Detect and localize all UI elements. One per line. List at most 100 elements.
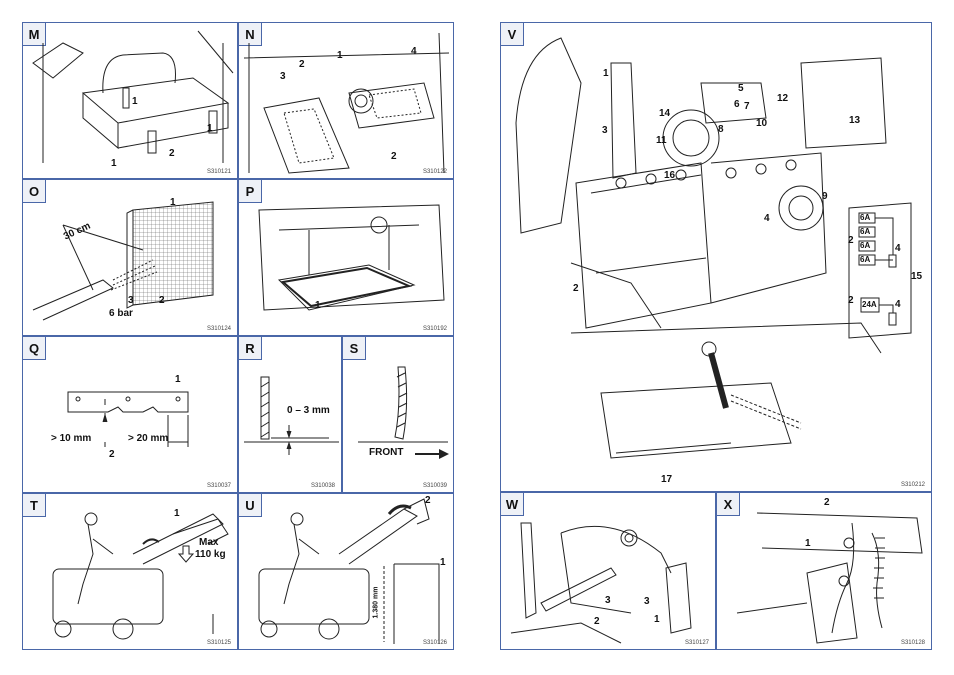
callout-2: 2	[824, 497, 830, 508]
figure-code: S310122	[422, 169, 447, 175]
figure-code: S310039	[422, 483, 447, 489]
callout-5: 5	[738, 83, 744, 94]
filter-cleaning-illustration	[32, 201, 214, 321]
fuse-6a: 6A	[860, 213, 871, 222]
battery-compartment-illustration	[515, 37, 912, 459]
figure-code: S310212	[900, 482, 925, 488]
panel-letter: P	[239, 180, 262, 203]
callout-2: 2	[159, 295, 165, 306]
callout-7: 7	[744, 101, 750, 112]
height-label: 1.380 mm	[372, 586, 380, 619]
figure-code: S310128	[900, 640, 925, 646]
hopper-emptying-illustration	[258, 498, 440, 644]
figure-code: S310127	[684, 640, 709, 646]
pressure-label: 6 bar	[109, 308, 133, 319]
fuse-6a: 6A	[860, 241, 871, 250]
skirt-bend-diagram	[358, 366, 449, 459]
callout-4: 4	[895, 243, 901, 254]
callout-3: 3	[128, 295, 134, 306]
callout-6: 6	[734, 99, 740, 110]
callout-3: 3	[644, 596, 650, 607]
panel-w: W 1 2 3 3 S310127	[500, 492, 716, 650]
fuse-6a: 6A	[860, 255, 871, 264]
callout-1: 1	[111, 158, 117, 169]
callout-1: 1	[337, 50, 343, 61]
callout-4: 4	[895, 299, 901, 310]
compartment-seal-illustration	[258, 204, 445, 311]
figure-code: S310124	[206, 326, 231, 332]
seat-illustration	[32, 30, 234, 163]
panel-n: N 1 2 3 4 2 S310122	[238, 22, 454, 179]
callout-2: 2	[169, 148, 175, 159]
panel-r: R 0 – 3 mm S310038	[238, 336, 342, 493]
callout-1: 1	[805, 538, 811, 549]
callout-4: 4	[764, 213, 770, 224]
fuse-24a: 24A	[862, 300, 877, 309]
callout-8: 8	[718, 124, 724, 135]
panel-letter: Q	[23, 337, 46, 360]
callout-2: 2	[425, 495, 431, 506]
callout-1: 1	[174, 508, 180, 519]
gap-min-10: > 10 mm	[51, 433, 92, 444]
front-label: FRONT	[369, 447, 404, 458]
panel-t: T 1 Max 110 kg S310125	[22, 493, 238, 650]
callout-15: 15	[911, 271, 923, 282]
cable-connection-illustration	[736, 512, 923, 644]
figure-code: S310121	[206, 169, 231, 175]
callout-12: 12	[777, 93, 789, 104]
figure-code: S310125	[206, 640, 231, 646]
callout-2: 2	[594, 616, 600, 627]
callout-1: 1	[440, 557, 446, 568]
callout-13: 13	[849, 115, 861, 126]
side-skirt-illustration	[510, 522, 692, 644]
gap-min-20: > 20 mm	[128, 433, 169, 444]
callout-1: 1	[315, 300, 321, 311]
panel-letter: N	[239, 23, 262, 46]
callout-3: 3	[602, 125, 608, 136]
panel-u: U 1 2 1.380 mm S310126	[238, 493, 454, 650]
callout-9: 9	[822, 191, 828, 202]
max-load-label: 110 kg	[195, 549, 226, 560]
callout-1: 1	[170, 197, 176, 208]
callout-1: 1	[207, 123, 213, 134]
sealing-strip-diagram	[67, 391, 189, 447]
panel-letter: U	[239, 494, 262, 517]
callout-2: 2	[109, 449, 115, 460]
panel-v: V	[500, 22, 932, 492]
panel-letter: W	[501, 493, 524, 516]
callout-3: 3	[280, 71, 286, 82]
figure-code: S310192	[422, 326, 447, 332]
hopper-lift-illustration	[52, 512, 229, 640]
callout-2: 2	[848, 295, 854, 306]
panel-letter: O	[23, 180, 46, 203]
callout-4: 4	[411, 46, 417, 57]
panel-o: O 30 cm 1 2 3 6 bar S310124	[22, 179, 238, 336]
callout-2: 2	[573, 283, 579, 294]
callout-2: 2	[848, 235, 854, 246]
callout-11: 11	[656, 135, 667, 146]
callout-2: 2	[299, 59, 305, 70]
callout-1: 1	[175, 374, 181, 385]
filter-compartment-illustration	[243, 32, 450, 174]
callout-10: 10	[756, 118, 768, 129]
panel-letter: X	[717, 493, 740, 516]
clearance-label: 0 – 3 mm	[287, 405, 330, 416]
panel-letter: V	[501, 23, 524, 46]
panel-letter: S	[343, 337, 366, 360]
callout-14: 14	[659, 108, 671, 119]
panel-x: X 2 1 S310128	[716, 492, 932, 650]
figure-code: S310038	[310, 483, 335, 489]
panel-letter: M	[23, 23, 46, 46]
callout-2: 2	[391, 151, 397, 162]
callout-3: 3	[605, 595, 611, 606]
panel-letter: R	[239, 337, 262, 360]
fuse-6a: 6A	[860, 227, 871, 236]
callout-16: 16	[664, 170, 676, 181]
panel-m: M 1 1 1 2 S310121	[22, 22, 238, 179]
figure-code: S310126	[422, 640, 447, 646]
callout-1: 1	[132, 96, 138, 107]
callout-1: 1	[603, 68, 609, 79]
max-label: Max	[199, 537, 219, 548]
panel-letter: T	[23, 494, 46, 517]
skirt-clearance-diagram	[244, 376, 339, 455]
